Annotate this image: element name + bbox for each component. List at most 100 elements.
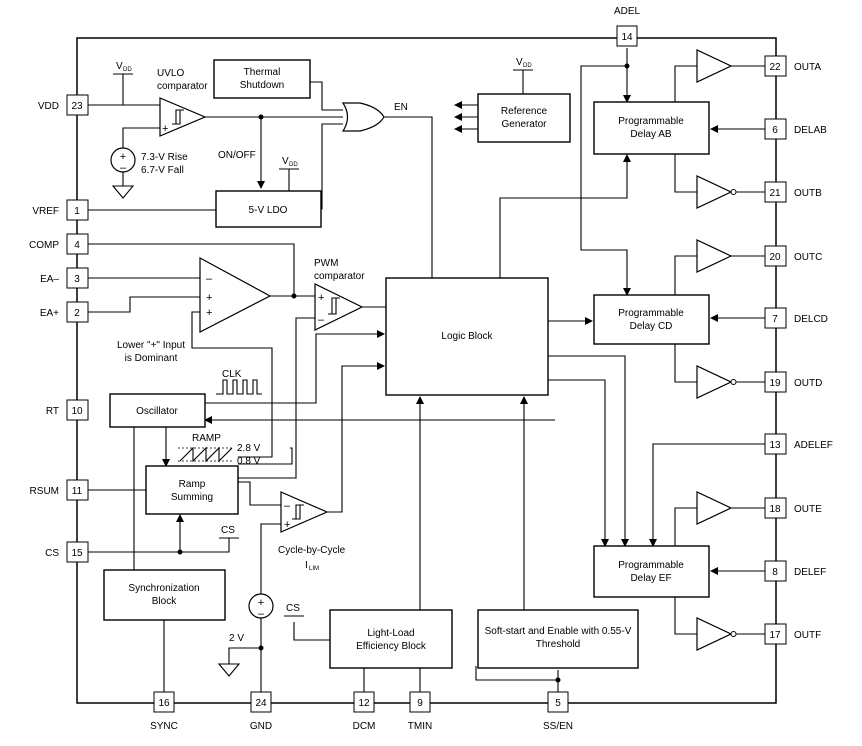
ldo-block: 5-V LDO	[215, 190, 322, 228]
pin-label-tmin: TMIN	[408, 721, 432, 732]
pin-label-sync: SYNC	[150, 721, 178, 732]
pin-label-outb: OUTB	[794, 188, 822, 199]
pin-label-outf: OUTF	[794, 630, 821, 641]
pin-label-comp: COMP	[29, 240, 59, 251]
pin-ss-en: 5 SS/EN	[543, 691, 573, 732]
uvlo-comparator: +	[159, 97, 207, 137]
pin-num-ea-minus: 3	[74, 274, 80, 285]
inverter-outd	[696, 365, 737, 399]
pin-adelef: 13 ADELEF	[764, 433, 833, 455]
delay-ab-line-1: Programmable	[618, 116, 684, 127]
pin-label-vdd: VDD	[38, 101, 59, 112]
ramp-low-label: 0.8 V	[237, 456, 261, 467]
pin-label-gnd: GND	[250, 721, 272, 732]
source-minus-1: –	[120, 162, 127, 174]
pin-ea-plus: EA+ 2	[40, 301, 89, 323]
source-minus-2: –	[258, 608, 265, 620]
pin-num-delab: 6	[772, 125, 778, 136]
pin-label-dcm: DCM	[353, 721, 376, 732]
pin-num-comp: 4	[74, 240, 80, 251]
softstart-block: Soft-start and Enable with 0.55-V Thresh…	[477, 609, 639, 669]
pin-num-adelef: 13	[769, 440, 781, 451]
cycle-by-cycle-comparator: – +	[280, 491, 329, 533]
inverter-outb	[696, 175, 737, 209]
synchronization-block: Synchronization Block	[103, 569, 226, 621]
delay-ef-block: Programmable Delay EF	[593, 545, 710, 598]
pin-num-outa: 22	[769, 62, 781, 73]
delay-cd-block: Programmable Delay CD	[593, 294, 710, 345]
pin-ea-minus: EA– 3	[40, 267, 89, 289]
oscillator-block: Oscillator	[109, 393, 206, 428]
sync-line-1: Synchronization	[128, 583, 199, 594]
pwm-plus: +	[318, 292, 324, 304]
clk-waveform-icon	[216, 379, 262, 395]
pin-num-outb: 21	[769, 188, 781, 199]
ramp-summing-line-1: Ramp	[179, 479, 206, 490]
pin-label-ea-plus: EA+	[40, 308, 59, 319]
softstart-line-1: Soft-start and Enable with 0.55-V	[485, 626, 632, 637]
delay-ab-line-2: Delay AB	[630, 129, 671, 140]
ea-plus-sign-2: +	[206, 307, 212, 319]
pin-vref: VREF 1	[32, 199, 89, 221]
pin-label-outd: OUTD	[794, 378, 822, 389]
pin-tmin: 9 TMIN	[408, 691, 432, 732]
lower-plus-line-2: is Dominant	[125, 353, 178, 364]
pin-sync: 16 SYNC	[150, 691, 178, 732]
pin-comp: COMP 4	[29, 233, 89, 255]
source-plus-1: +	[120, 151, 126, 163]
delay-ab-block: Programmable Delay AB	[593, 101, 710, 155]
threshold-rise: 7.3-V Rise	[141, 152, 188, 163]
logic-label: Logic Block	[441, 331, 493, 342]
pin-num-gnd: 24	[255, 698, 267, 709]
cbc-plus: +	[284, 519, 290, 531]
pin-num-cs: 15	[71, 548, 83, 559]
cs-label-2: CS	[286, 603, 300, 614]
pin-num-vref: 1	[74, 206, 80, 217]
cbc-minus: –	[284, 500, 291, 512]
pin-label-delab: DELAB	[794, 125, 827, 136]
pin-dcm: 12 DCM	[353, 691, 376, 732]
lower-plus-line-1: Lower "+" Input	[117, 340, 185, 351]
uvlo-plus: +	[162, 123, 168, 135]
reference-line-2: Generator	[501, 119, 547, 130]
pin-num-ss-en: 5	[555, 698, 561, 709]
ramp-summing-line-2: Summing	[171, 492, 213, 503]
vdd-symbol-1: V	[116, 61, 123, 72]
pin-label-oute: OUTE	[794, 504, 822, 515]
ldo-label: 5-V LDO	[249, 205, 288, 216]
uvlo-label-2: comparator	[157, 81, 208, 92]
light-load-line-2: Efficiency Block	[356, 641, 427, 652]
ramp-label: RAMP	[192, 433, 221, 444]
pin-delab: 6 DELAB	[764, 118, 827, 140]
pin-label-adelef: ADELEF	[794, 440, 833, 451]
softstart-line-2: Threshold	[536, 639, 580, 650]
pin-adel: ADEL 14	[614, 6, 640, 47]
pin-num-dcm: 12	[358, 698, 370, 709]
pin-label-vref: VREF	[32, 206, 59, 217]
pin-num-delef: 8	[772, 567, 778, 578]
pin-outa: 22 OUTA	[764, 55, 821, 77]
thermal-line-1: Thermal	[244, 67, 281, 78]
delay-cd-line-1: Programmable	[618, 308, 684, 319]
pin-rt: RT 10	[46, 399, 89, 421]
clk-label: CLK	[222, 369, 242, 380]
vdd-subscript-1: DD	[123, 67, 132, 73]
ilim-reference-source: + –	[248, 593, 274, 620]
pin-num-rt: 10	[71, 406, 83, 417]
pin-num-rsum: 11	[72, 486, 83, 497]
pin-label-outc: OUTC	[794, 252, 822, 263]
ea-minus-sign: –	[206, 273, 213, 285]
pin-oute: 18 OUTE	[764, 497, 822, 519]
pin-num-sync: 16	[158, 698, 170, 709]
pin-cs: CS 15	[45, 541, 89, 563]
pin-vdd: VDD 23	[38, 94, 89, 116]
pin-num-outd: 19	[769, 378, 781, 389]
reference-line-1: Reference	[501, 106, 548, 117]
light-load-line-1: Light-Load	[367, 628, 414, 639]
pin-num-outf: 17	[769, 630, 781, 641]
pin-outc: 20 OUTC	[764, 245, 822, 267]
threshold-fall: 6.7-V Fall	[141, 165, 184, 176]
two-volt-label: 2 V	[229, 633, 244, 644]
pin-label-ss-en: SS/EN	[543, 721, 573, 732]
